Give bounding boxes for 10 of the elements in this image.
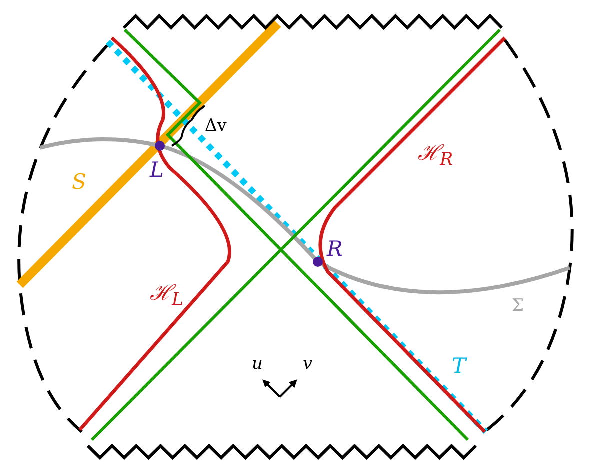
axis-label: v — [303, 356, 313, 373]
axis-label: u — [252, 356, 263, 373]
curve-label: ℋ$_{R}$ — [418, 143, 454, 170]
curve-label: S — [72, 172, 86, 193]
point-label: R — [327, 239, 343, 260]
point-label: L — [150, 160, 164, 181]
curve-label: T — [452, 356, 466, 377]
dimension-label: Δv — [205, 118, 227, 135]
curve-label: Σ — [512, 298, 524, 315]
curve-label: ℋ$_{L}$ — [150, 283, 184, 310]
